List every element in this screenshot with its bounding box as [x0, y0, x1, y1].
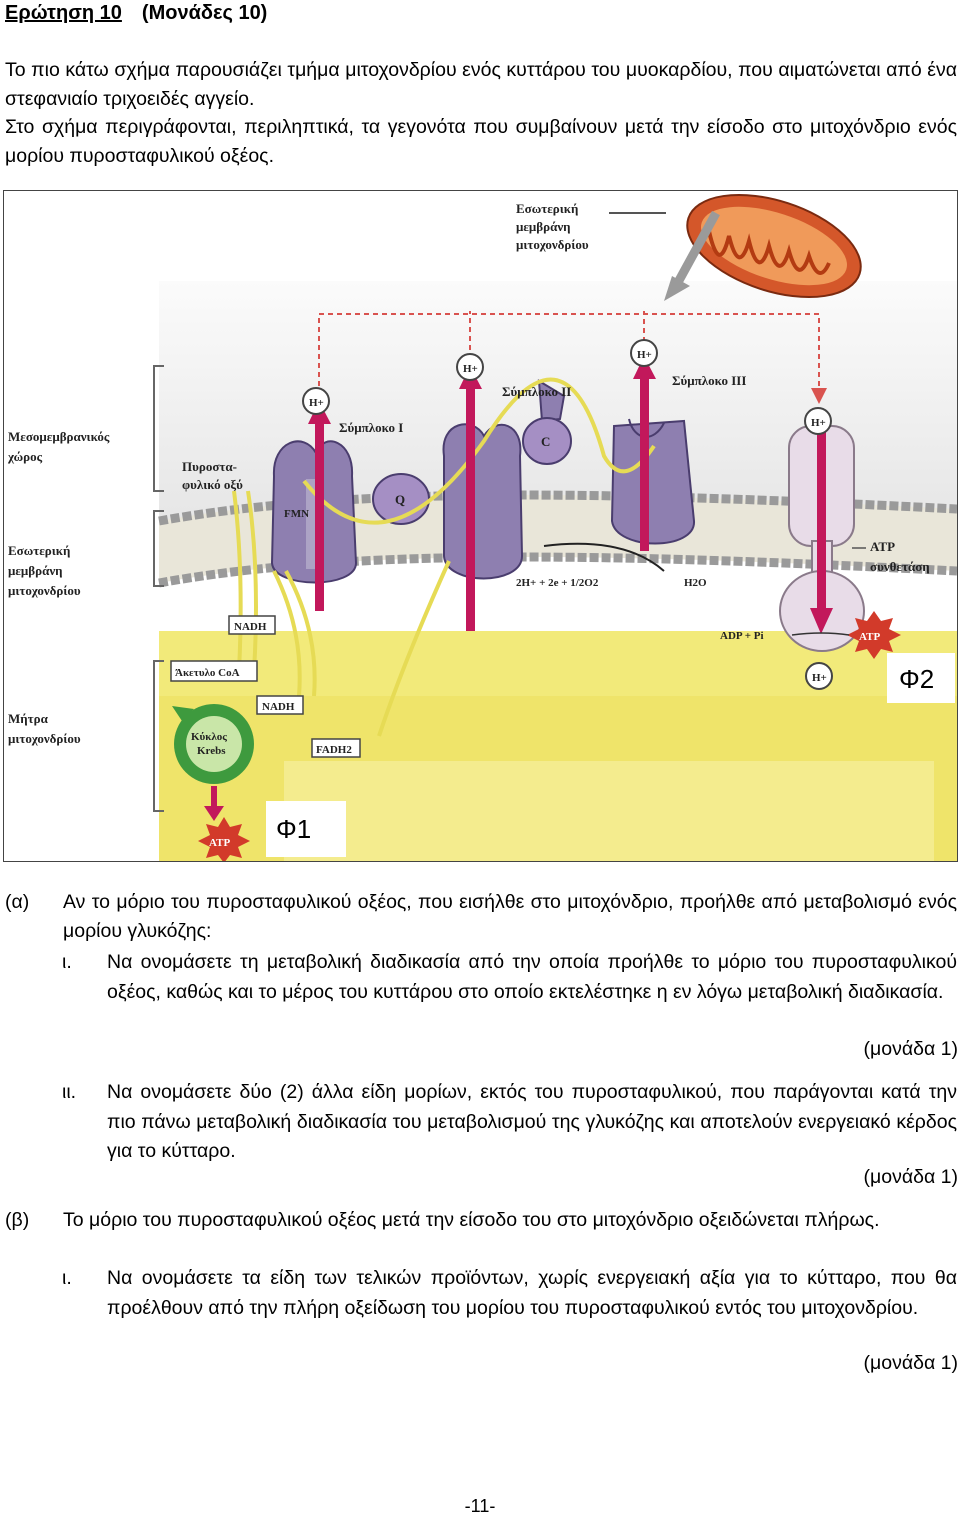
krebs-label-1: Κύκλος — [191, 731, 227, 743]
question-a-ii-points: (μονάδα 1) — [863, 1166, 958, 1188]
svg-text:H+: H+ — [811, 417, 826, 429]
q-label: Q — [395, 492, 405, 507]
question-a-ii-text: Να ονομάσετε δύο (2) άλλα είδη μορίων, ε… — [107, 1081, 957, 1162]
svg-text:ATP: ATP — [209, 837, 230, 849]
proton-badges: H+ H+ H+ H+ H+ — [302, 339, 833, 690]
inner-membrane-top-1: Εσωτερική — [516, 201, 578, 216]
svg-text:H+: H+ — [637, 349, 652, 361]
water-label: H2O — [684, 577, 707, 589]
question-a-i: ι. Να ονομάσετε τη μεταβολική διαδικασία… — [62, 948, 957, 1007]
intro-text: Το πιο κάτω σχήμα παρουσιάζει τμήμα μιτο… — [5, 56, 957, 171]
krebs-cycle-icon — [172, 704, 254, 784]
complex-3-shape — [610, 418, 696, 545]
figure-svg: H+ H+ H+ H+ H+ Κύκλος Krebs ATP ATP NADH… — [7, 193, 957, 861]
phi2-box: Φ2 — [887, 653, 955, 703]
svg-text:Άκετυλο CoA: Άκετυλο CoA — [175, 667, 240, 679]
inner-membrane-left-2: μεμβράνη — [8, 563, 63, 578]
question-header: Ερώτηση 10 (Μονάδες 10) — [5, 2, 267, 25]
svg-text:NADH: NADH — [262, 701, 295, 713]
intro-paragraph-1: Το πιο κάτω σχήμα παρουσιάζει τμήμα μιτο… — [5, 59, 957, 110]
pyruvate-label-1: Πυροστα- — [182, 459, 237, 474]
question-a-i-text: Να ονομάσετε τη μεταβολική διαδικασία απ… — [107, 951, 957, 1003]
phi1-label: Φ1 — [276, 814, 311, 844]
water-reaction-label: 2H+ + 2e + 1/2O2 — [516, 577, 599, 589]
inner-membrane-top-3: μιτοχονδρίου — [516, 237, 589, 252]
question-b-i: ι. Να ονομάσετε τα είδη των τελικών προϊ… — [62, 1264, 957, 1323]
question-a-i-points: (μονάδα 1) — [863, 1038, 958, 1060]
c-label: C — [541, 434, 550, 449]
nadh-box-2: NADH — [256, 695, 304, 715]
acetyl-coa-box: Άκετυλο CoA — [170, 660, 258, 682]
svg-text:ATP: ATP — [859, 631, 880, 643]
question-b-i-num: ι. — [62, 1267, 72, 1289]
inner-membrane-top-2: μεμβράνη — [516, 219, 571, 234]
matrix-label-1: Μήτρα — [8, 711, 49, 726]
atp-synthase-label-2: συνθετάση — [870, 559, 930, 574]
question-a: (α) Αν το μόριο του πυροσταφυλικού οξέος… — [5, 888, 957, 946]
svg-text:FADH2: FADH2 — [316, 744, 352, 756]
complex-2-label: Σύμπλοκο II — [502, 384, 571, 399]
intro-paragraph-2: Στο σχήμα περιγράφονται, περιληπτικά, τα… — [5, 116, 957, 168]
svg-text:H+: H+ — [463, 363, 478, 375]
cytochrome-c-shape — [522, 417, 572, 465]
question-units: (Μονάδες 10) — [141, 2, 268, 24]
atp-starburst-bottom: ATP — [198, 817, 250, 861]
electron-path — [302, 377, 656, 525]
adp-label: ADP + Pi — [720, 630, 764, 642]
question-title: Ερώτηση 10 — [5, 2, 122, 24]
complex-2-shape — [442, 379, 566, 580]
matrix-label-2: μιτοχονδρίου — [8, 731, 81, 746]
fmn-label: FMN — [284, 508, 309, 520]
inner-membrane-left-3: μιτοχονδρίου — [8, 583, 81, 598]
proton-pump-arrows — [308, 356, 833, 634]
proton-flow-lines — [318, 311, 827, 404]
phi2-label: Φ2 — [899, 664, 934, 694]
question-a-tag: (α) — [5, 891, 30, 913]
question-b-text: Το μόριο του πυροσταφυλικού οξέος μετά τ… — [63, 1209, 880, 1231]
question-a-ii-num: ιι. — [62, 1081, 77, 1103]
phi1-box: Φ1 — [266, 801, 346, 857]
inner-membrane-left-1: Εσωτερική — [8, 543, 70, 558]
krebs-label-2: Krebs — [197, 745, 226, 757]
svg-text:H+: H+ — [309, 397, 324, 409]
mitochondrion-figure: H+ H+ H+ H+ H+ Κύκλος Krebs ATP ATP NADH… — [3, 190, 958, 862]
question-a-ii: ιι. Να ονομάσετε δύο (2) άλλα είδη μορίω… — [62, 1078, 957, 1167]
complex-1-shape — [270, 440, 358, 584]
mitochondrion-icon — [664, 193, 862, 301]
svg-text:NADH: NADH — [234, 621, 267, 633]
complex-1-label: Σύμπλοκο I — [339, 420, 403, 435]
complex-3-label: Σύμπλοκο III — [672, 373, 746, 388]
svg-text:H+: H+ — [812, 672, 827, 684]
atp-synthase-label-1: ATP — [870, 539, 895, 554]
question-a-i-num: ι. — [62, 951, 72, 973]
fadh2-box: FADH2 — [311, 738, 361, 758]
question-b-i-points: (μονάδα 1) — [863, 1352, 958, 1374]
intermembrane-label-1: Μεσομεμβρανικός — [8, 429, 110, 444]
page-number: -11- — [464, 1496, 496, 1516]
nadh-box-1: NADH — [228, 615, 276, 635]
atp-starburst-right: ATP — [847, 611, 901, 659]
question-b: (β) Το μόριο του πυροσταφυλικού οξέος με… — [5, 1206, 957, 1235]
intermembrane-label-2: χώρος — [7, 449, 43, 464]
pyruvate-entry-lines — [232, 490, 451, 737]
question-b-i-text: Να ονομάσετε τα είδη των τελικών προϊόντ… — [107, 1267, 957, 1319]
pyruvate-label-2: φυλικό οξύ — [182, 477, 243, 492]
question-b-tag: (β) — [5, 1209, 30, 1231]
question-a-text: Αν το μόριο του πυροσταφυλικού οξέος, πο… — [63, 891, 957, 942]
